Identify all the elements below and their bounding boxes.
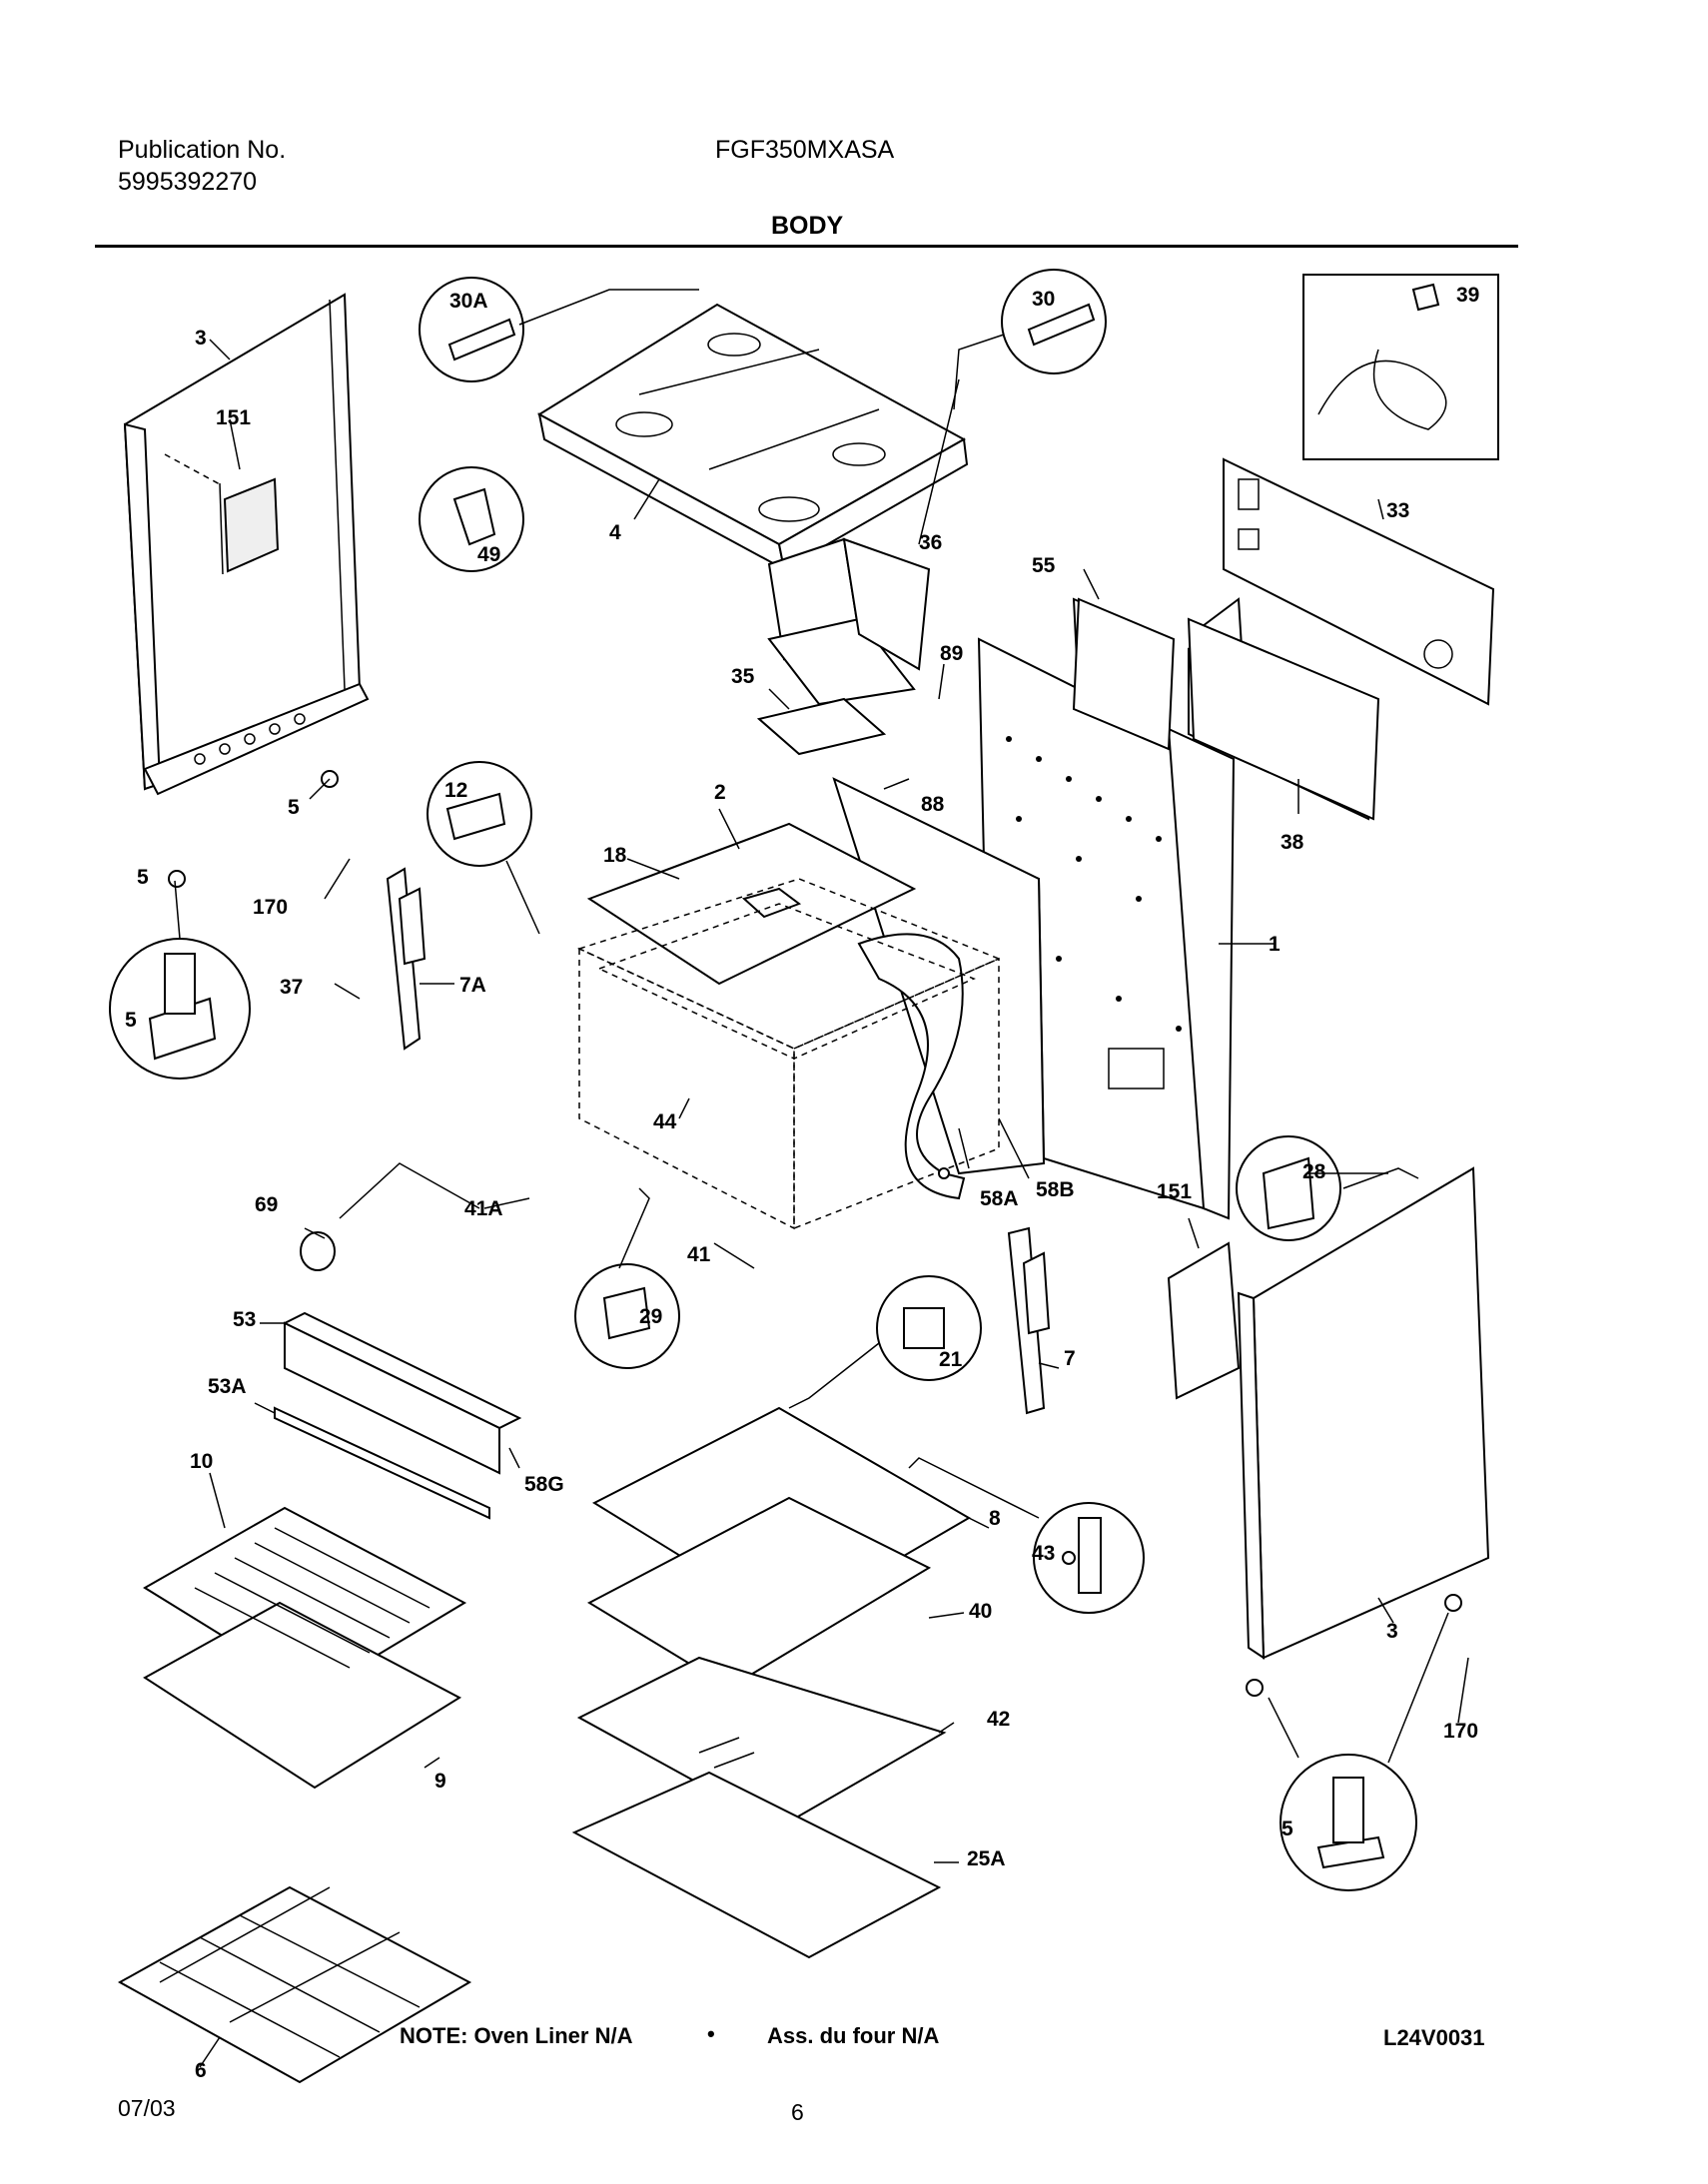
callout-36: 36 bbox=[919, 531, 942, 554]
grommet-ring bbox=[300, 1231, 336, 1271]
callout-151-right: 151 bbox=[1157, 1180, 1192, 1203]
callout-3-right: 3 bbox=[1386, 1620, 1398, 1643]
callout-53A: 53A bbox=[208, 1375, 247, 1398]
callout-88: 88 bbox=[921, 793, 945, 816]
callout-9: 9 bbox=[434, 1770, 446, 1793]
callout-170-left: 170 bbox=[253, 896, 288, 919]
callout-58B: 58B bbox=[1036, 1178, 1075, 1201]
callout-151: 151 bbox=[216, 406, 251, 429]
section-title: BODY bbox=[771, 212, 844, 240]
footer-note-fr: Ass. du four N/A bbox=[767, 2023, 940, 2048]
callout-42: 42 bbox=[987, 1708, 1010, 1731]
drawing-id: L24V0031 bbox=[1383, 2025, 1485, 2050]
callout-37: 37 bbox=[280, 976, 303, 999]
callout-55: 55 bbox=[1032, 554, 1056, 577]
leader-lines bbox=[174, 289, 1469, 2068]
rear-shields bbox=[1072, 457, 1495, 821]
callout-41: 41 bbox=[687, 1243, 711, 1266]
oven-bottom-panels bbox=[571, 1406, 971, 1959]
callout-3: 3 bbox=[195, 327, 207, 350]
callout-21: 21 bbox=[939, 1348, 963, 1371]
callout-35: 35 bbox=[731, 665, 755, 688]
publication-number: 5995392270 bbox=[118, 168, 258, 196]
callout-2: 2 bbox=[714, 781, 726, 804]
page-number: 6 bbox=[791, 2099, 804, 2125]
callout-5-circle: 5 bbox=[125, 1009, 137, 1032]
callout-5-bottom: 5 bbox=[1281, 1818, 1293, 1840]
callout-44: 44 bbox=[653, 1110, 677, 1133]
callout-33: 33 bbox=[1386, 499, 1409, 522]
model-number: FGF350MXASA bbox=[715, 136, 895, 164]
callout-30A: 30A bbox=[449, 290, 488, 313]
callout-1: 1 bbox=[1269, 933, 1281, 956]
footer-date: 07/03 bbox=[118, 2095, 176, 2121]
oven-rack bbox=[117, 1885, 472, 2084]
callout-89: 89 bbox=[940, 642, 963, 665]
callout-30: 30 bbox=[1032, 288, 1055, 311]
left-side-panel bbox=[123, 293, 370, 796]
broiler-pan bbox=[143, 1506, 467, 1790]
callout-7: 7 bbox=[1064, 1347, 1076, 1370]
callout-6: 6 bbox=[195, 2059, 207, 2082]
callout-58A: 58A bbox=[980, 1187, 1019, 1210]
header-rule bbox=[95, 245, 1518, 248]
footer-note: NOTE: Oven Liner N/A bbox=[400, 2023, 633, 2048]
callout-12: 12 bbox=[444, 779, 467, 802]
callout-5-top: 5 bbox=[288, 796, 300, 819]
burner-cover bbox=[756, 537, 931, 756]
door-hinges bbox=[386, 867, 1051, 1415]
detail-parts bbox=[148, 283, 1447, 1869]
top-frame bbox=[586, 822, 917, 986]
callout-170-right: 170 bbox=[1443, 1720, 1478, 1743]
right-side-panel bbox=[1167, 1166, 1490, 1660]
publication-label: Publication No. bbox=[118, 136, 287, 164]
kick-panel bbox=[274, 1311, 522, 1520]
callout-40: 40 bbox=[969, 1600, 992, 1623]
callout-53: 53 bbox=[233, 1308, 256, 1331]
callout-29: 29 bbox=[639, 1305, 662, 1328]
callout-38: 38 bbox=[1281, 831, 1304, 854]
callout-43: 43 bbox=[1032, 1542, 1055, 1565]
callout-25A: 25A bbox=[967, 1847, 1006, 1870]
callout-28: 28 bbox=[1302, 1160, 1326, 1183]
callout-labels: 30A 30 39 3 151 4 49 33 36 55 89 35 88 3… bbox=[125, 284, 1479, 2082]
callout-4: 4 bbox=[609, 521, 621, 544]
callout-18: 18 bbox=[603, 844, 627, 867]
callout-49: 49 bbox=[477, 543, 500, 566]
burner-box bbox=[537, 303, 969, 571]
callout-7A: 7A bbox=[459, 974, 486, 997]
callout-69: 69 bbox=[255, 1193, 278, 1216]
callout-41A: 41A bbox=[464, 1197, 503, 1220]
callout-39: 39 bbox=[1456, 284, 1479, 307]
callout-5-left: 5 bbox=[137, 866, 149, 889]
footer-bullet: • bbox=[707, 2021, 715, 2046]
callout-10: 10 bbox=[190, 1450, 213, 1473]
callout-58G: 58G bbox=[524, 1473, 564, 1496]
oven-cavity-outline bbox=[576, 878, 1001, 1230]
callout-8: 8 bbox=[989, 1507, 1001, 1530]
